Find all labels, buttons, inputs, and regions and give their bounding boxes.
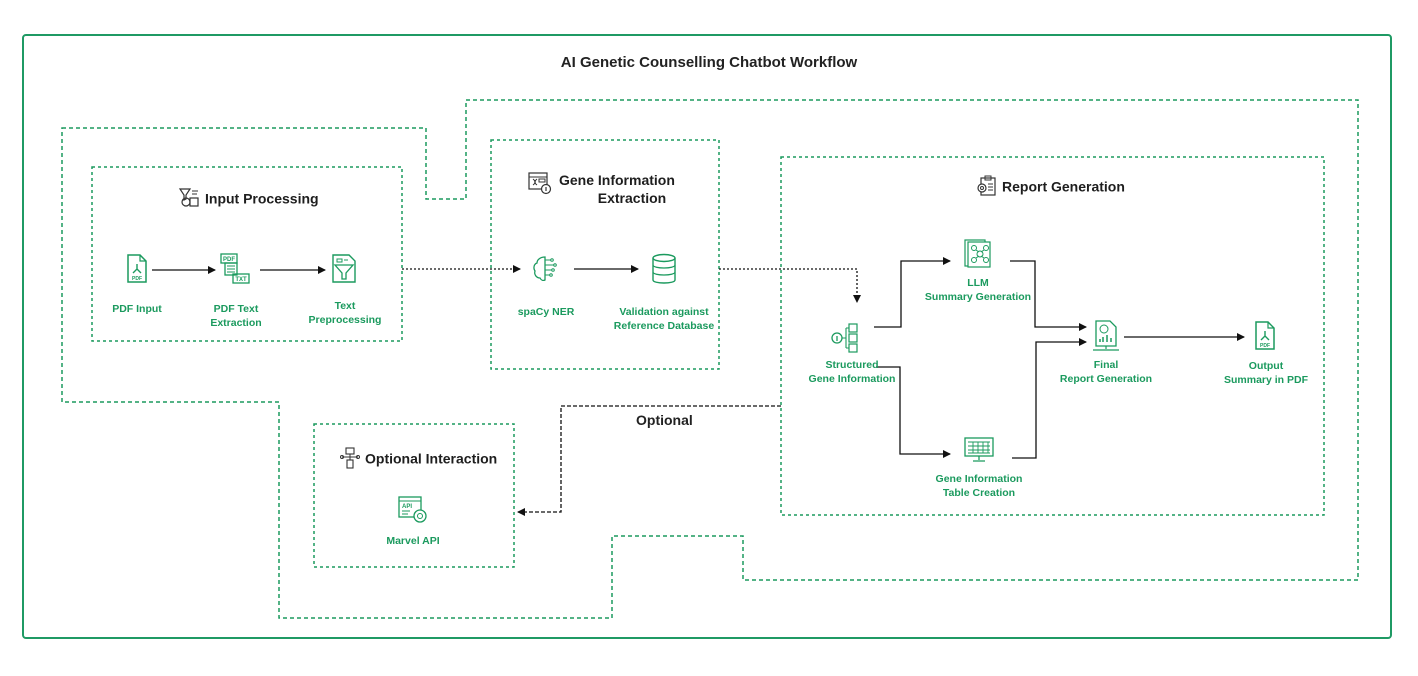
group-title-report-generation: Report Generation bbox=[975, 175, 1125, 201]
group-title-input-processing: Input Processing bbox=[178, 188, 319, 212]
arrow-structured-to-llm bbox=[874, 257, 951, 328]
clipboard-gear-icon bbox=[975, 175, 997, 201]
edge-label-optional: Optional bbox=[636, 412, 693, 428]
svg-text:PDF: PDF bbox=[223, 257, 235, 263]
outer-frame bbox=[22, 34, 1392, 639]
pipeline-outline-left bbox=[61, 99, 1359, 619]
diagram-title: AI Genetic Counselling Chatbot Workflow bbox=[560, 54, 858, 71]
node-label-line2: Table Creation bbox=[942, 487, 1016, 499]
node-label-line1: PDF Input bbox=[112, 303, 162, 315]
node-label-line1: Structured bbox=[825, 359, 879, 371]
node-label-line1: LLM bbox=[967, 277, 989, 289]
pdf-file-icon: PDF bbox=[126, 254, 148, 289]
group-title-gene-extraction-line2: Extraction bbox=[597, 190, 667, 206]
group-title-report-generation-text: Report Generation bbox=[1002, 178, 1125, 195]
node-label-line1: Marvel API bbox=[386, 535, 440, 547]
pdf-file-icon: PDF bbox=[1254, 321, 1276, 356]
node-label-line1: Gene Information bbox=[935, 473, 1023, 485]
svg-text:PDF: PDF bbox=[1260, 343, 1270, 349]
brain-circuit-icon bbox=[531, 254, 561, 289]
node-label-line1: Text bbox=[334, 300, 356, 312]
group-box-report-generation bbox=[780, 156, 1325, 516]
group-title-optional-interaction: Optional Interaction bbox=[340, 447, 497, 473]
arrow-table-to-final bbox=[1012, 338, 1087, 459]
node-label-line1: Final bbox=[1093, 359, 1119, 371]
arrow-validation-to-structured bbox=[719, 268, 861, 303]
node-label-line2: Gene Information bbox=[808, 373, 896, 385]
node-label-line1: PDF Text bbox=[213, 303, 259, 315]
group-box-optional-interaction bbox=[313, 423, 515, 568]
node-label-line2: Summary in PDF bbox=[1223, 374, 1309, 386]
node-spacy-ner: spaCy NER bbox=[518, 305, 575, 319]
group-title-gene-extraction: Gene Information Extraction bbox=[528, 171, 691, 207]
node-label-line1: spaCy NER bbox=[517, 306, 575, 318]
api-gear-icon: API bbox=[398, 496, 428, 529]
node-label-line2: Reference Database bbox=[613, 320, 715, 332]
info-hierarchy-icon bbox=[831, 323, 859, 358]
arrow-optional-to-marvel bbox=[517, 405, 781, 516]
pdf-to-txt-icon: PDF TXT bbox=[220, 253, 252, 290]
svg-text:PDF: PDF bbox=[132, 276, 142, 282]
node-label-line2: Summary Generation bbox=[924, 291, 1032, 303]
group-title-optional-interaction-text: Optional Interaction bbox=[365, 450, 498, 467]
group-box-input-processing bbox=[91, 166, 403, 342]
node-pdf-input: PDF Input bbox=[112, 302, 162, 316]
dna-info-icon bbox=[528, 171, 552, 199]
group-box-gene-extraction bbox=[490, 139, 720, 370]
node-label-line1: Validation against bbox=[619, 306, 709, 318]
hand-network-icon bbox=[340, 447, 360, 473]
database-icon bbox=[651, 253, 677, 290]
arrow-structured-to-table bbox=[876, 366, 951, 458]
document-filter-icon bbox=[331, 254, 357, 289]
node-label-line2: Extraction bbox=[210, 317, 262, 329]
node-marvel-api: Marvel API bbox=[386, 534, 439, 548]
svg-text:TXT: TXT bbox=[235, 277, 247, 283]
funnel-gear-icon bbox=[178, 188, 200, 212]
node-label-line2: Preprocessing bbox=[308, 314, 382, 326]
report-chart-icon bbox=[1091, 320, 1121, 357]
neural-network-document-icon bbox=[964, 239, 994, 274]
monitor-table-icon bbox=[964, 437, 994, 468]
node-label-line1: Output bbox=[1248, 360, 1284, 372]
node-label-line2: Report Generation bbox=[1059, 373, 1153, 385]
arrow-llm-to-final bbox=[1010, 260, 1087, 331]
group-title-gene-extraction-line1: Gene Information bbox=[559, 172, 675, 188]
node-llm-summary: LLM Summary Generation bbox=[925, 276, 1031, 304]
svg-text:API: API bbox=[402, 504, 412, 510]
group-title-input-processing-text: Input Processing bbox=[205, 190, 319, 207]
